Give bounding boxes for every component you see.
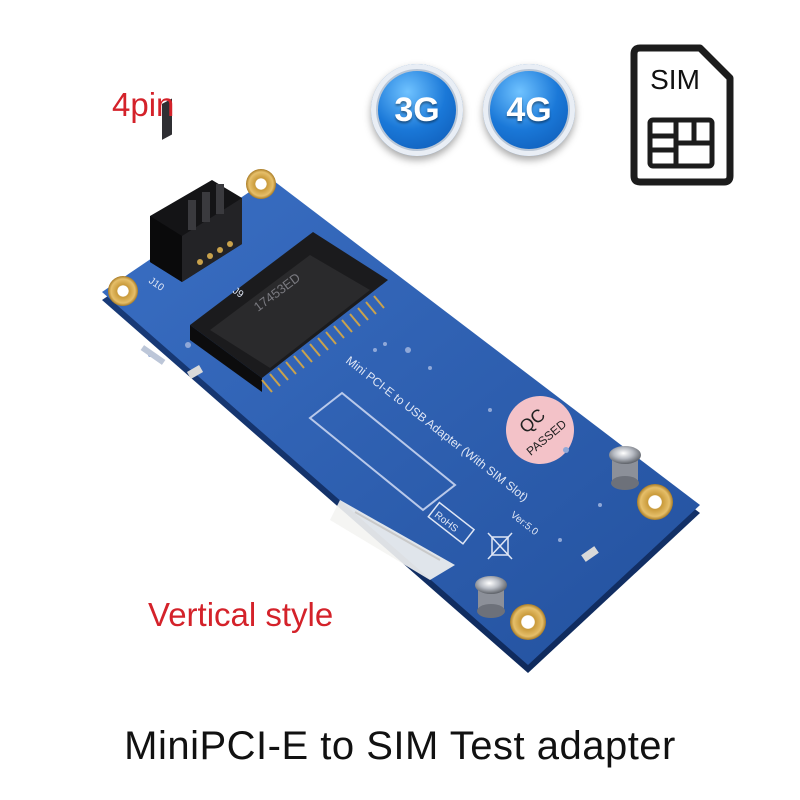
mount-hole bbox=[246, 169, 276, 199]
3g-badge-icon: 3G bbox=[371, 64, 463, 156]
weee-bin-icon bbox=[487, 532, 513, 560]
sim-icon-text: SIM bbox=[650, 64, 700, 95]
mount-hole bbox=[108, 276, 138, 306]
mount-hole bbox=[637, 484, 673, 520]
mount-hole bbox=[510, 604, 546, 640]
standoff-screw bbox=[609, 446, 641, 490]
4g-badge-text: 4G bbox=[506, 90, 552, 129]
minipcie-connector bbox=[190, 232, 388, 393]
4g-badge-icon: 4G bbox=[483, 64, 575, 156]
four-pin-header bbox=[150, 98, 242, 282]
vertical-style-label: Vertical style bbox=[148, 596, 334, 633]
four-pin-label: 4pin bbox=[112, 86, 175, 123]
standoff-screw bbox=[475, 576, 507, 618]
sim-card-icon bbox=[630, 44, 734, 186]
sim-slot bbox=[330, 500, 455, 580]
product-caption: MiniPCI-E to SIM Test adapter bbox=[124, 724, 676, 768]
3g-badge-text: 3G bbox=[394, 90, 440, 129]
qc-passed-sticker: QC PASSED bbox=[506, 396, 574, 464]
